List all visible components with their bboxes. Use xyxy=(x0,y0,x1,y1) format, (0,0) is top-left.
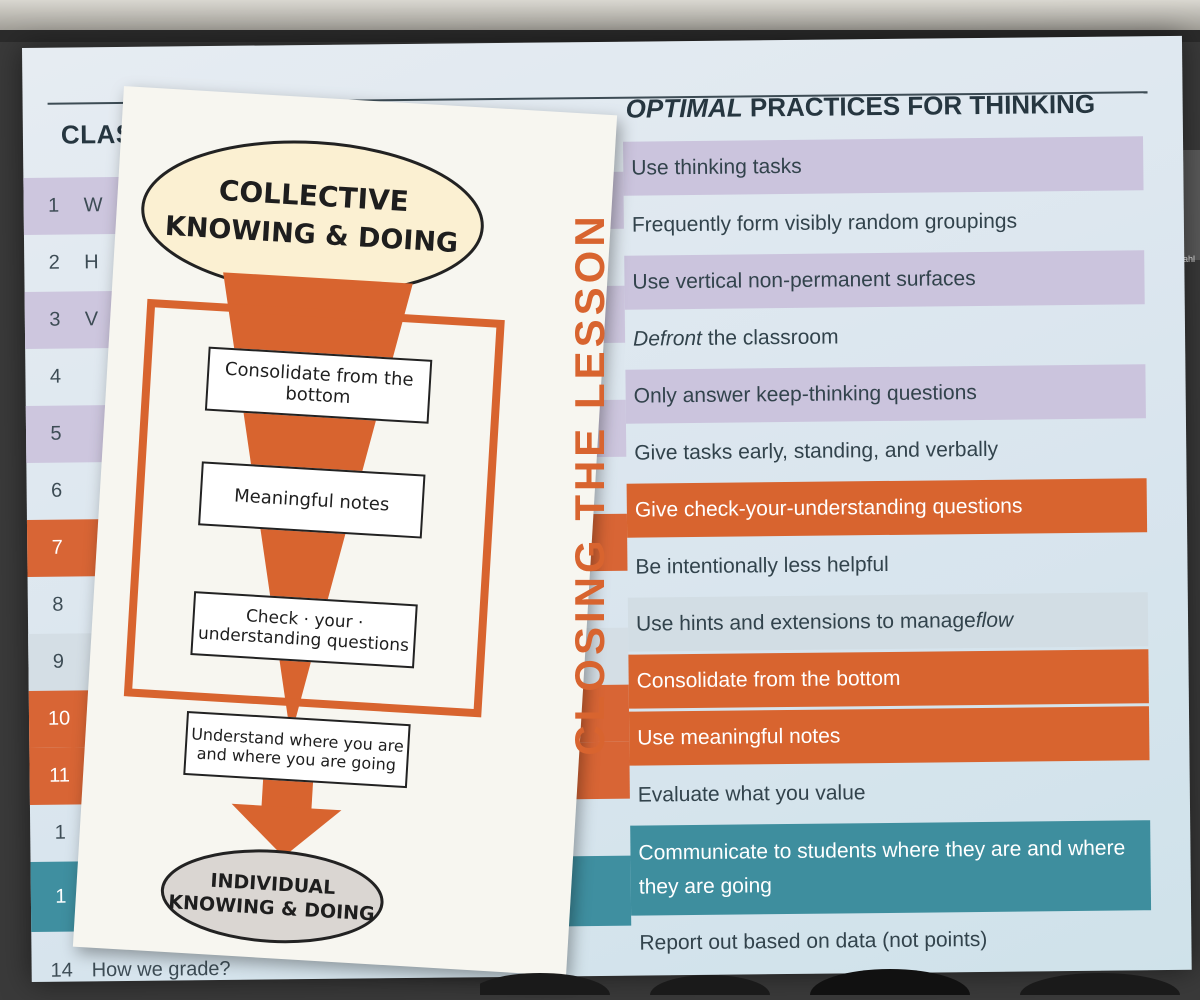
box-meaningful-notes: Meaningful notes xyxy=(198,461,426,539)
practice-item: Only answer keep-thinking questions xyxy=(625,364,1146,424)
practice-item: Give check-your-understanding questions xyxy=(626,478,1148,538)
practice-item: Be intentionally less helpful xyxy=(635,552,889,579)
arrow-head xyxy=(231,803,342,857)
practice-item: Use vertical non-permanent surfaces xyxy=(624,250,1145,310)
practice-item: Consolidate from the bottom xyxy=(628,649,1149,709)
practice-item: Evaluate what you value xyxy=(637,781,866,807)
audience-heads xyxy=(480,969,1180,995)
box-understand-where: Understand where you are and where you a… xyxy=(183,710,411,789)
box-consolidate: Consolidate from the bottom xyxy=(204,346,433,424)
individual-oval xyxy=(160,849,384,944)
overlay-card: COLLECTIVE KNOWING & DOING Consolidate f… xyxy=(72,86,618,976)
box-check-understanding: Check · your · understanding questions xyxy=(190,591,418,669)
practice-item: Defront the classroom xyxy=(632,325,839,351)
practice-item: Communicate to students where they are a… xyxy=(630,820,1152,916)
practice-item: Use hints and extensions to manage flow xyxy=(627,592,1149,652)
practice-item: Frequently form visibly random groupings xyxy=(631,209,1018,237)
practice-item: Use thinking tasks xyxy=(623,136,1144,196)
practice-item: Use meaningful notes xyxy=(628,706,1150,766)
practice-item: Give tasks early, standing, and verbally xyxy=(634,437,999,465)
closing-the-lesson-title: CLOSING THE LESSON xyxy=(566,212,613,756)
right-heading: OPTIMAL PRACTICES FOR THINKING xyxy=(625,88,1096,124)
room-wall xyxy=(0,0,1200,42)
orange-frame xyxy=(123,298,505,718)
